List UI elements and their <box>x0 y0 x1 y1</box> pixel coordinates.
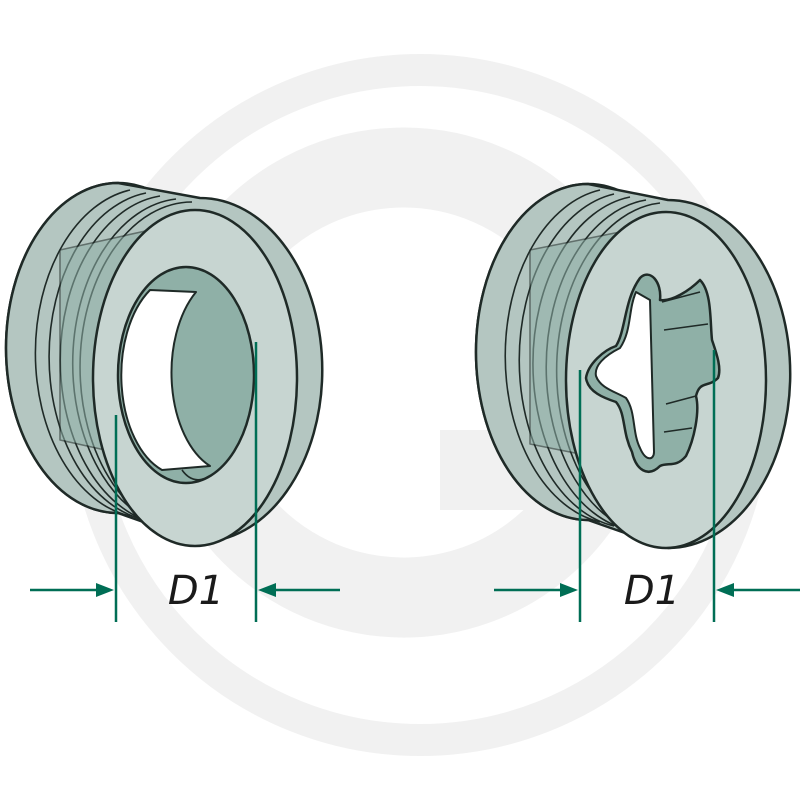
dimension-left <box>30 342 340 622</box>
dimension-right <box>494 350 800 622</box>
spline-ridge <box>663 427 693 433</box>
groove-line <box>48 192 147 521</box>
spline-ridge <box>661 291 701 303</box>
part-round-bore <box>4 181 324 548</box>
dimension-label: D1 <box>168 568 224 614</box>
spline-highlight <box>594 291 655 460</box>
spline-ridge <box>663 323 709 331</box>
bore-highlight <box>120 289 211 471</box>
bore-key-notch <box>181 469 207 481</box>
groove-line <box>504 189 601 523</box>
arrow-head <box>560 583 578 597</box>
dimension-label: D1 <box>624 568 680 614</box>
groove-line <box>518 193 615 527</box>
arrow-head <box>716 583 734 597</box>
part-splined-bore <box>474 182 792 550</box>
spline-ridge <box>665 395 697 405</box>
arrow-head <box>258 583 276 597</box>
groove-line <box>34 189 131 517</box>
arrow-head <box>96 583 114 597</box>
